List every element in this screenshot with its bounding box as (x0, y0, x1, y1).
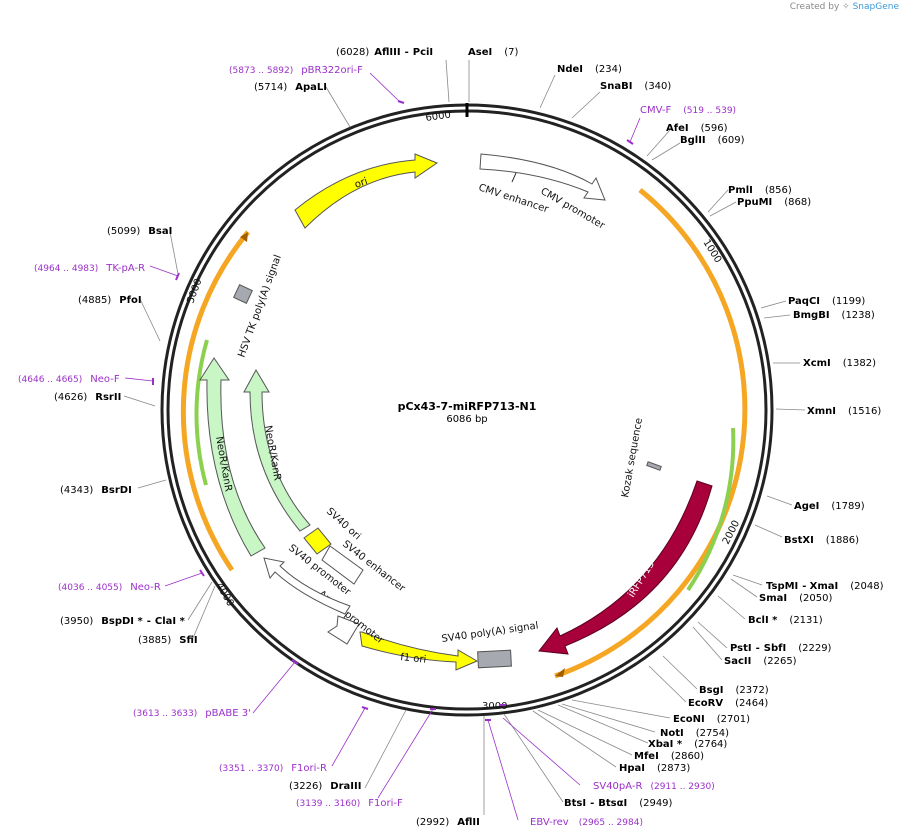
enzyme-label: (5714)ApaLI (254, 82, 327, 93)
irfp713-arrow (538, 480, 713, 655)
enzyme-label: BmgBI(1238) (793, 310, 875, 321)
primer-label: (3613 .. 3633)pBABE 3' (133, 708, 251, 719)
enzyme-label: SacII(2265) (724, 656, 797, 667)
enzyme-label: EcoRV(2464) (688, 698, 768, 709)
sv40-enhancer-box (321, 545, 364, 585)
enzyme-label: PaqCI(1199) (788, 296, 865, 307)
enzyme-label: (4343)BsrDI (60, 485, 132, 496)
plasmid-size: 6086 bp (446, 414, 487, 425)
enzyme-label: (5099)BsaI (107, 226, 172, 237)
tick-6000: 6000 (425, 110, 452, 124)
snapgene-logo-icon: ✧ (842, 2, 850, 12)
sv40-polya-label: SV40 poly(A) signal (441, 620, 539, 644)
enzyme-label: (4885)PfoI (78, 295, 142, 306)
tick-5000: 5000 (185, 277, 204, 305)
f1-ori-label: f1 ori (400, 652, 427, 666)
enzyme-label: XcmI(1382) (803, 358, 876, 369)
primer-ticks (152, 100, 634, 721)
enzyme-label: PmlI(856) (728, 185, 792, 196)
hsv-polya-label: HSV TK poly(A) signal (236, 253, 283, 359)
enzyme-label: PpuMI(868) (737, 197, 811, 208)
credit-prefix: Created by (789, 2, 840, 12)
enzyme-label: AgeI(1789) (794, 501, 865, 512)
enzyme-label: NdeI(234) (557, 64, 622, 75)
enzyme-label: BtsI-BtsαI(2949) (564, 798, 673, 809)
primer-label: CMV-F(519 .. 539) (640, 105, 736, 116)
enzyme-label: BsgI(2372) (699, 685, 769, 696)
enzyme-label: (2992)AflII (416, 817, 480, 828)
enzyme-label: PstI-SbfI(2229) (730, 643, 832, 654)
primer-label: SV40pA-R(2911 .. 2930) (593, 781, 715, 792)
enzyme-label: HpaI(2873) (619, 763, 690, 774)
enzyme-label: XbaI *(2764) (648, 739, 727, 750)
enzyme-label: BstXI(1886) (784, 535, 859, 546)
annotation-arc-right (554, 188, 748, 679)
sv40-polya-box (477, 649, 512, 669)
primer-label: (3351 .. 3370)F1ori-R (219, 763, 327, 774)
enzyme-label: (3950)BspDI *-ClaI * (60, 616, 186, 627)
enzyme-label: (3226)DraIII (289, 781, 361, 792)
enzyme-label: MfeI(2860) (634, 751, 704, 762)
enzyme-leader-lines (123, 59, 806, 815)
enzyme-label: NotI(2754) (660, 728, 729, 739)
neo-outer-arrow (199, 357, 266, 557)
cds-arc-left (194, 339, 209, 486)
f1-ori-arrow (359, 631, 479, 671)
kozak-marker (646, 461, 662, 471)
annotation-arc-left (180, 230, 250, 572)
hsv-polya-box (233, 284, 253, 304)
neo-inner-arrow (243, 368, 311, 532)
sv40-ori-label: SV40 ori (324, 506, 363, 542)
annotation-arc-left-arrowhead (240, 232, 248, 242)
enzyme-label: AfeI(596) (666, 123, 728, 134)
plasmid-name: pCx43-7-miRFP713-N1 (398, 400, 537, 413)
cmv-enhancer-label: CMV enhancer (477, 182, 550, 215)
credit-brand: SnapGene (852, 2, 899, 12)
enzyme-label: TspMI-XmaI(2048) (766, 581, 884, 592)
enzyme-label: SmaI(2050) (759, 593, 832, 604)
snapgene-credit: Created by ✧ SnapGene (790, 2, 899, 12)
primer-label: (4036 .. 4055)Neo-R (58, 582, 161, 593)
primer-label: (4964 .. 4983)TK-pA-R (34, 263, 145, 274)
primer-leader-lines (124, 72, 641, 821)
enzyme-label: BclI *(2131) (748, 615, 823, 626)
enzyme-label: XmnI(1516) (807, 406, 881, 417)
kozak-label: Kozak sequence (620, 417, 645, 498)
primer-label: EBV-rev(2965 .. 2984) (530, 817, 643, 828)
primer-label: (5873 .. 5892)pBR322ori-F (229, 65, 363, 76)
cmv-arrow (479, 153, 606, 201)
sv40-promoter-arrow (263, 557, 351, 615)
enzyme-label: (3885)SfiI (138, 635, 198, 646)
enzyme-label: AseI(7) (468, 47, 518, 58)
cds-arc-right (686, 427, 736, 592)
enzyme-label: EcoNI(2701) (673, 714, 750, 725)
annotation-arc-right-arrowhead (555, 668, 565, 677)
cmv-divider (511, 172, 517, 183)
enzyme-label: (6028)AflIII-PciI (336, 47, 433, 58)
enzyme-label: BglII(609) (680, 135, 745, 146)
primer-label: (3139 .. 3160)F1ori-F (296, 798, 403, 809)
ori-arrow (294, 153, 439, 229)
enzyme-label: SnaBI(340) (600, 81, 671, 92)
ori-label: ori (353, 176, 369, 191)
enzyme-label: (4626)RsrII (54, 392, 121, 403)
sv40-ori-box (303, 527, 332, 555)
primer-label: (4646 .. 4665)Neo-F (18, 374, 120, 385)
ampr-promoter-arrow (327, 615, 360, 645)
tick-3000: 3000 (482, 701, 507, 712)
